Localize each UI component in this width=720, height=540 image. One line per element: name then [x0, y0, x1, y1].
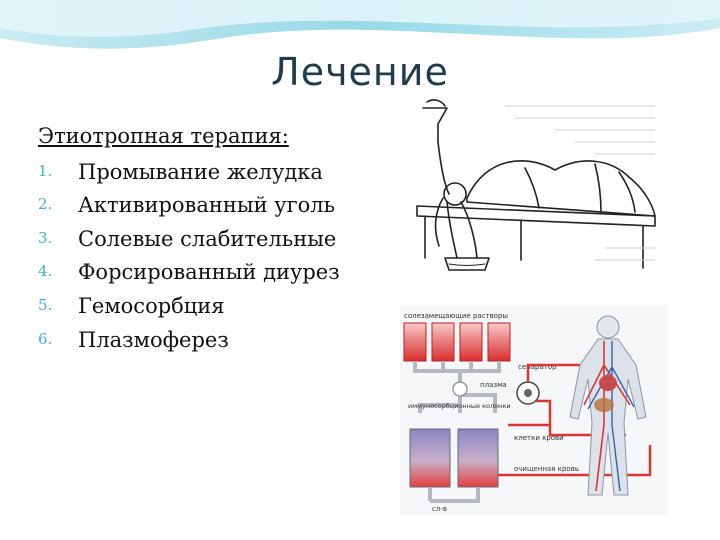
list-text: Промывание желудка: [78, 159, 323, 184]
sorption-columns: [409, 428, 499, 488]
list-text: Гемосорбция: [78, 293, 225, 318]
label-solutions: солезамещающие растворы: [404, 312, 508, 320]
funnel-icon: [422, 107, 448, 143]
label-separator: сепаратор: [518, 363, 557, 371]
label-cleaned: очищенная кровь: [514, 465, 579, 473]
list-number: 5.: [38, 295, 53, 314]
slide-title: Лечение: [271, 50, 449, 94]
plasmapheresis-diagram: солезамещающие растворы плазма сепаратор…: [400, 305, 668, 515]
list-text: Солевые слабительные: [78, 226, 337, 251]
heart-icon: [599, 375, 617, 391]
list-number: 6.: [38, 329, 53, 348]
header-wave-decoration: [0, 0, 720, 49]
list-text: Форсированный диурез: [78, 260, 340, 285]
label-columns: иммуносорбционные колонки: [408, 402, 511, 410]
section-subtitle: Этиотропная терапия:: [38, 124, 289, 148]
faded-background-text: [505, 105, 655, 261]
list-number: 2.: [38, 195, 53, 214]
liver-icon: [594, 398, 614, 412]
list-item: 6. Плазмоферез: [38, 324, 368, 358]
list-item: 5. Гемосорбция: [38, 290, 368, 324]
gastric-lavage-illustration: [416, 99, 656, 271]
list-item: 1. Промывание желудка: [38, 156, 368, 190]
list-text: Плазмоферез: [78, 327, 229, 352]
treatment-list: 1. Промывание желудка 2. Активированный уг…: [38, 156, 368, 358]
list-text: Активированный уголь: [78, 193, 336, 218]
list-number: 3.: [38, 228, 53, 247]
list-number: 4.: [38, 262, 53, 281]
list-item: 4. Форсированный диурез: [38, 256, 368, 290]
label-waste: сл-в: [432, 505, 447, 513]
human-circulation-icon: [569, 315, 647, 496]
solution-bags: [403, 322, 511, 362]
pump-icon: [452, 381, 468, 397]
list-number: 1.: [38, 161, 53, 180]
label-plasma: плазма: [480, 381, 507, 389]
list-item: 3. Солевые слабительные: [38, 223, 368, 257]
list-item: 2. Активированный уголь: [38, 189, 368, 223]
slide-content: Этиотропная терапия: 1. Промывание желудк…: [38, 120, 368, 357]
label-cells: клетки крови: [514, 434, 564, 442]
